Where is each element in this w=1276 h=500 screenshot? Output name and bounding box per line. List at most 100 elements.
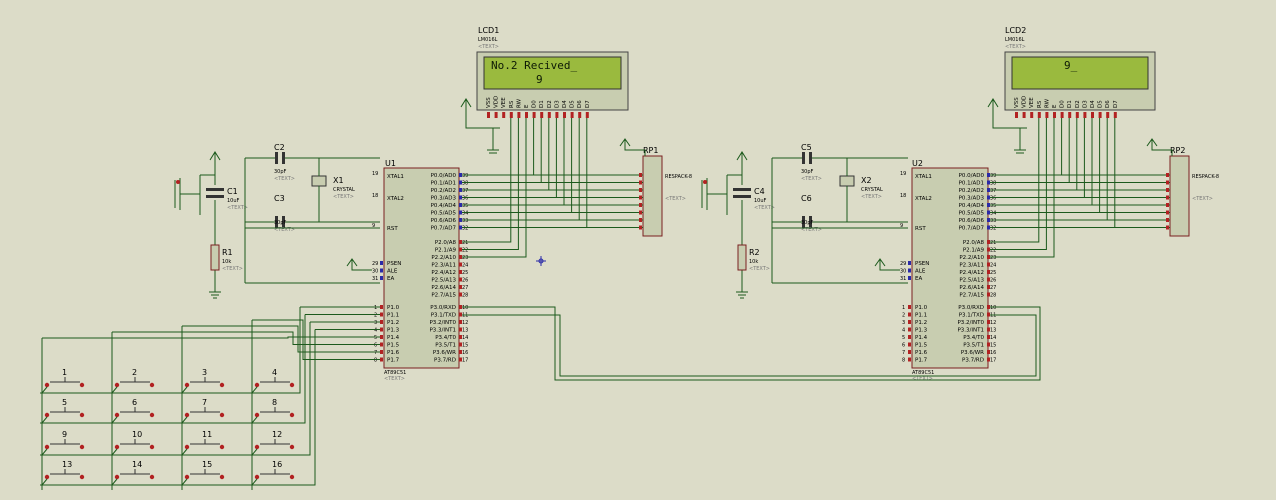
key-4[interactable]: 4 bbox=[251, 368, 295, 394]
key-13[interactable]: 13 bbox=[41, 460, 85, 486]
u2-pin-num: 23 bbox=[990, 255, 996, 261]
lcd1-pin-stub bbox=[509, 112, 513, 118]
u2-lcd-ctrl-2 bbox=[990, 118, 1055, 258]
u1-pin-stub bbox=[380, 305, 383, 309]
lcd1-pin-stub bbox=[540, 112, 544, 118]
u2-pin-ea: EA bbox=[915, 276, 922, 282]
u1-pin-p0-3: P0.3/AD3 bbox=[431, 196, 457, 202]
u1-pin-p2-0: P2.0/A8 bbox=[435, 240, 457, 246]
u2-pin-num: 33 bbox=[990, 218, 996, 224]
lcd2-pin-d4: D4 bbox=[1090, 100, 1096, 108]
u2-pin-stub bbox=[987, 218, 990, 222]
lcd2-ground-icon bbox=[1014, 128, 1026, 154]
u1-pin-num: 2 bbox=[374, 313, 377, 319]
u2-pin-num: 29 bbox=[900, 261, 906, 267]
key-9[interactable]: 9 bbox=[41, 430, 85, 456]
key-15[interactable]: 15 bbox=[181, 460, 225, 486]
u1-pin-p2-1: P2.1/A9 bbox=[435, 248, 457, 254]
u1-pin-stub bbox=[459, 180, 462, 185]
u2-body bbox=[911, 167, 989, 369]
u2-pin-p3-1: P3.1/TXD bbox=[959, 313, 984, 319]
u1-pin-p0-2: P0.2/AD2 bbox=[431, 188, 456, 194]
key-contact-right bbox=[79, 474, 85, 480]
u2-pin-psen: PSEN bbox=[915, 261, 929, 267]
key-lead bbox=[111, 416, 118, 424]
key-contact-left bbox=[114, 412, 120, 418]
key-lead bbox=[41, 478, 48, 486]
key-10[interactable]: 10 bbox=[111, 430, 155, 456]
u1-pin-num: 16 bbox=[462, 350, 468, 356]
lcd1-text-tag: <TEXT> bbox=[478, 44, 499, 50]
key-8[interactable]: 8 bbox=[251, 398, 295, 424]
r1-ref: R1 bbox=[222, 248, 233, 257]
u2-rp-arrow-icon bbox=[1146, 138, 1158, 147]
u1-pin-stub bbox=[459, 240, 462, 244]
u2-microcontroller[interactable]: U2 AT89C51 <TEXT> XTAL119XTAL218RST9PSEN… bbox=[900, 159, 996, 382]
key-7[interactable]: 7 bbox=[181, 398, 225, 424]
u2-pin-p3-2: P3.2/INT0 bbox=[957, 320, 984, 326]
u1-pin-stub bbox=[459, 262, 462, 267]
key-lead bbox=[181, 478, 188, 486]
u1-pin-ale: ALE bbox=[387, 269, 398, 275]
key-16[interactable]: 16 bbox=[251, 460, 295, 486]
u2-pin-stub bbox=[987, 180, 990, 185]
u1-lcd-ctrl-0 bbox=[462, 118, 512, 243]
lcd2-pin-stub bbox=[1068, 112, 1072, 118]
c1-text-tag: <TEXT> bbox=[227, 205, 248, 211]
u1-pin-p1-3: P1.3 bbox=[387, 328, 400, 334]
u1-pin-p2-6: P2.6/A14 bbox=[431, 285, 456, 291]
key-actuator bbox=[260, 377, 290, 383]
u2-pin-p0-0: P0.0/AD0 bbox=[959, 173, 985, 179]
rp1-resistor-pack[interactable]: RP1 RESPACK-8 <TEXT> bbox=[642, 146, 692, 237]
u1-pin-stub bbox=[459, 312, 462, 317]
key-contact-left bbox=[254, 412, 260, 418]
x1-ref: X1 bbox=[333, 176, 344, 185]
u2-pin-stub bbox=[987, 320, 990, 324]
u1-pin-p2-3: P2.3/A11 bbox=[431, 263, 456, 269]
key-2[interactable]: 2 bbox=[111, 368, 155, 394]
key-contact-left bbox=[184, 382, 190, 388]
u1-pin-p1-1: P1.1 bbox=[387, 313, 399, 319]
u2-pin-stub bbox=[908, 312, 911, 317]
lcd2-pin-stub bbox=[1091, 112, 1094, 118]
u1-pin-num: 15 bbox=[462, 343, 468, 349]
lcd1-pin-stub bbox=[487, 112, 490, 118]
lcd1-power-wire bbox=[465, 100, 500, 129]
u2-pin-num: 38 bbox=[990, 181, 996, 187]
key-lead bbox=[41, 416, 48, 424]
u2-pin-stub bbox=[908, 335, 911, 339]
u1-pin-num: 3 bbox=[374, 320, 377, 326]
key-3[interactable]: 3 bbox=[181, 368, 225, 394]
key-contact-right bbox=[79, 444, 85, 450]
key-6[interactable]: 6 bbox=[111, 398, 155, 424]
u2-pin-p3-6: P3.6/WR bbox=[961, 350, 984, 356]
key-12[interactable]: 12 bbox=[251, 430, 295, 456]
r1-value: 10k bbox=[222, 259, 231, 265]
rp2-resistor-pack[interactable]: RP2 RESPACK-8 <TEXT> bbox=[1169, 146, 1219, 237]
u2-pin-p2-7: P2.7/A15 bbox=[959, 293, 984, 299]
key-1[interactable]: 1 bbox=[41, 368, 85, 394]
lcd2-pin-e: E bbox=[1052, 104, 1058, 108]
r1-body bbox=[210, 244, 220, 271]
u1-pin-p3-3: P3.3/INT1 bbox=[429, 328, 456, 334]
key-11[interactable]: 11 bbox=[181, 430, 225, 456]
u1-microcontroller[interactable]: U1 AT89C51 <TEXT> XTAL119XTAL218RST9PSEN… bbox=[372, 159, 468, 382]
lcd2-pin-stub bbox=[1030, 112, 1034, 118]
c4-value: 10uF bbox=[754, 198, 767, 204]
lcd2-pin-stub bbox=[1106, 112, 1110, 118]
u2-pin-num: 9 bbox=[900, 223, 903, 229]
rp2-body bbox=[1169, 155, 1190, 237]
key-actuator bbox=[260, 407, 290, 413]
lcd2-pin-stub bbox=[1037, 112, 1041, 118]
u2-pin-stub bbox=[987, 262, 990, 267]
key-actuator bbox=[190, 469, 220, 475]
key-14[interactable]: 14 bbox=[111, 460, 155, 486]
u2-pin-stub bbox=[987, 240, 990, 244]
key-5[interactable]: 5 bbox=[41, 398, 85, 424]
c6-plate-a bbox=[802, 216, 805, 228]
key-actuator bbox=[120, 439, 150, 445]
u2-pin-p1-1: P1.1 bbox=[915, 313, 927, 319]
